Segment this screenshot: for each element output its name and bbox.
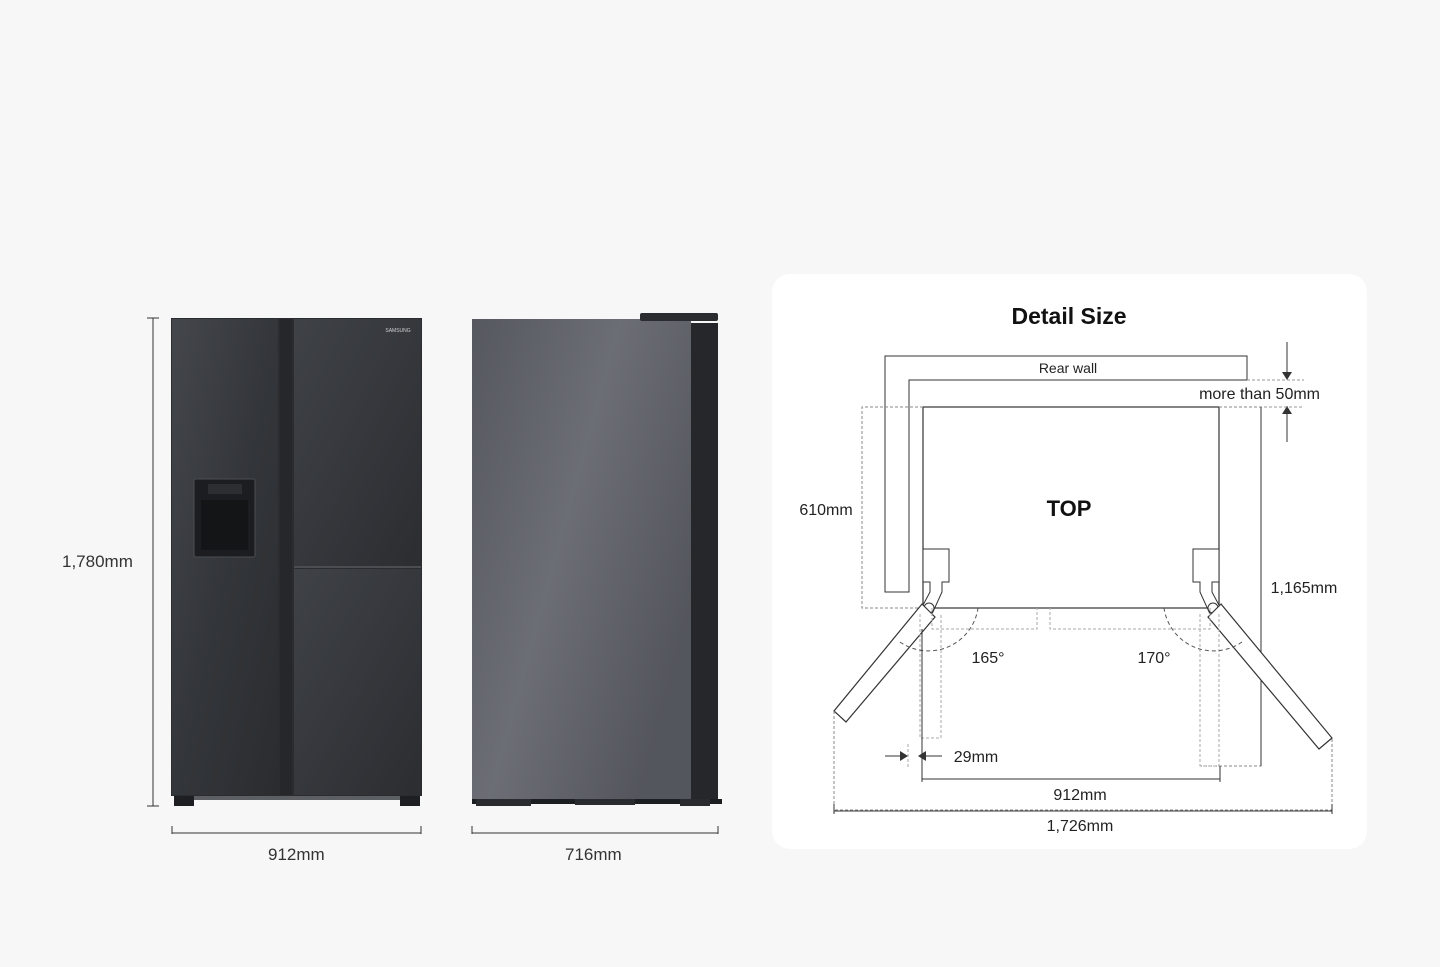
left-angle-arc [899,607,979,652]
left-open-door [833,603,936,723]
body-width-label: 912mm [1053,787,1106,804]
rear-wall [884,355,1248,593]
brand-logo: SAMSUNG [385,328,410,334]
open-depth-label: 1,165mm [1271,580,1338,597]
clearance-label: more than 50mm [1199,386,1320,403]
left-angle-label: 165° [971,650,1004,667]
upper-right-door [294,319,421,566]
open-width-label: 1,726mm [1047,818,1114,835]
right-angle-label: 170° [1137,650,1170,667]
rear-wall-label: Rear wall [1039,360,1097,376]
height-label: 1,780mm [62,552,133,571]
hinge-gap-label: 29mm [954,749,998,766]
width-label: 912mm [268,845,325,864]
right-open-door [1207,603,1333,750]
depth-610-label: 610mm [799,502,852,519]
right-angle-arc [1163,607,1243,652]
top-label: TOP [1047,496,1092,521]
front-view-drawing: SAMSUNG [147,317,422,834]
detail-size-panel: Detail Size Rear wall more than 50mm TOP… [772,274,1367,849]
detail-diagram: Detail Size Rear wall more than 50mm TOP… [799,303,1338,835]
side-view-drawing [471,313,722,834]
panel-title: Detail Size [1011,303,1126,329]
front-view: SAMSUNG 1,780mm 912mm [0,0,440,962]
door-thickness [691,323,718,799]
side-view: 716mm [440,0,760,962]
fridge-side-panel [472,319,691,799]
fridge-top-outline [922,406,1220,609]
lower-right-door [294,569,421,795]
depth-label: 716mm [565,845,622,864]
top-hinge-cover [640,313,718,321]
depth-bracket [861,406,923,609]
